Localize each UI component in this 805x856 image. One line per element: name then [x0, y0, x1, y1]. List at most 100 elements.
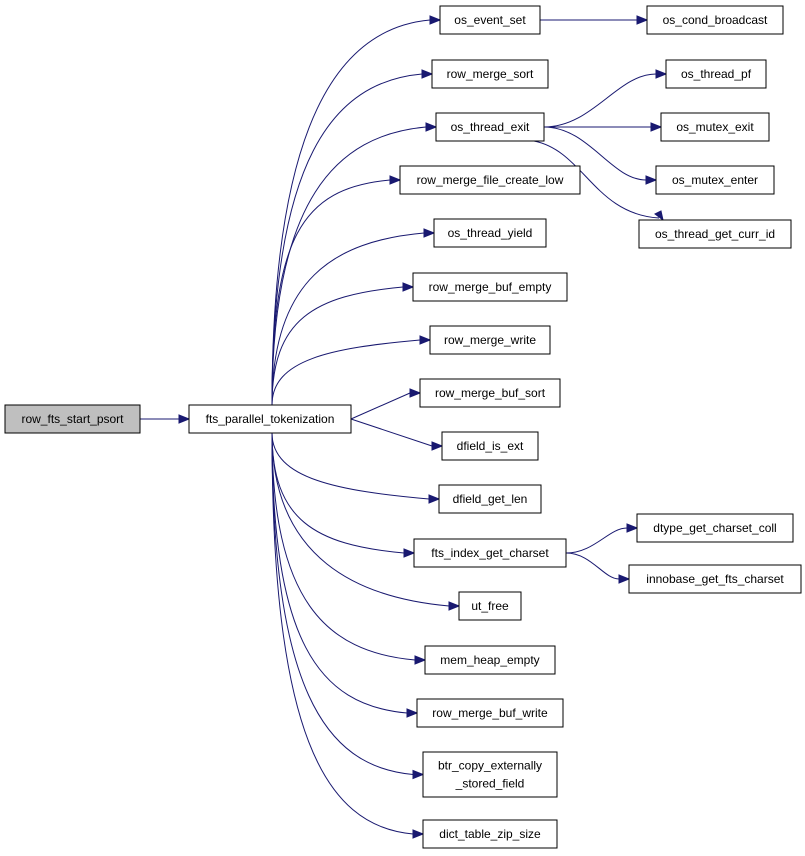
- node-box[interactable]: [660, 112, 770, 142]
- node-box[interactable]: [638, 219, 792, 249]
- edge-fts_parallel_tokenization-to-row_merge_file_create_low: [271, 179, 391, 406]
- node-os_event_set[interactable]: os_event_set: [439, 5, 541, 35]
- node-box[interactable]: [433, 218, 547, 248]
- node-row_merge_write[interactable]: row_merge_write: [429, 325, 551, 355]
- node-dtype_get_charset_coll[interactable]: dtype_get_charset_coll: [636, 513, 794, 543]
- node-box[interactable]: [424, 645, 556, 675]
- node-label: row_merge_write: [444, 333, 536, 347]
- edge-fts_index_get_charset-to-dtype_get_charset_coll: [565, 527, 628, 554]
- edge-os_thread_exit-to-os_thread_pf: [543, 73, 657, 128]
- arrowhead-os_thread_pf: [655, 69, 668, 79]
- arrowhead-row_merge_file_create_low: [389, 175, 402, 185]
- node-os_thread_exit[interactable]: os_thread_exit: [435, 112, 545, 142]
- node-row_merge_buf_sort[interactable]: row_merge_buf_sort: [419, 378, 561, 408]
- node-box[interactable]: [431, 59, 549, 89]
- node-box[interactable]: [435, 112, 545, 142]
- node-box[interactable]: [441, 431, 539, 461]
- node-dfield_get_len[interactable]: dfield_get_len: [438, 484, 542, 514]
- node-box[interactable]: [399, 165, 581, 195]
- edge-os_thread_exit-to-os_mutex_enter: [543, 126, 647, 181]
- arrowhead-row_merge_buf_write: [406, 708, 419, 718]
- node-box[interactable]: [413, 538, 567, 568]
- node-row_merge_sort[interactable]: row_merge_sort: [431, 59, 549, 89]
- arrowhead-dfield_is_ext: [431, 441, 444, 451]
- node-label: mem_heap_empty: [440, 653, 539, 667]
- arrowhead-os_event_set: [429, 15, 442, 25]
- node-label: fts_index_get_charset: [431, 546, 549, 560]
- node-box[interactable]: [438, 484, 542, 514]
- node-btr_copy_externally_stored_field[interactable]: btr_copy_externally _stored_field: [422, 751, 558, 798]
- node-label: ut_free: [471, 599, 509, 613]
- node-dict_table_zip_size[interactable]: dict_table_zip_size: [422, 819, 558, 849]
- node-label: os_mutex_enter: [672, 173, 758, 187]
- node-box[interactable]: [665, 59, 767, 89]
- node-box[interactable]: [439, 5, 541, 35]
- arrowhead-os_thread_exit: [425, 122, 438, 132]
- node-dfield_is_ext[interactable]: dfield_is_ext: [441, 431, 539, 461]
- node-box[interactable]: [4, 404, 141, 434]
- node-label: row_merge_buf_empty: [429, 280, 552, 294]
- node-box[interactable]: [646, 5, 784, 35]
- node-label: os_event_set: [454, 13, 526, 27]
- arrowhead-row_merge_buf_empty: [402, 282, 415, 292]
- node-box[interactable]: [628, 564, 802, 594]
- node-label: os_thread_exit: [451, 120, 530, 134]
- node-os_mutex_exit[interactable]: os_mutex_exit: [660, 112, 770, 142]
- arrowhead-dtype_get_charset_coll: [626, 523, 639, 533]
- node-box[interactable]: [422, 751, 558, 798]
- node-box[interactable]: [188, 404, 352, 434]
- node-label: os_thread_pf: [681, 67, 752, 81]
- node-label: os_thread_yield: [448, 226, 533, 240]
- node-row_fts_start_psort[interactable]: row_fts_start_psort: [4, 404, 141, 434]
- node-row_merge_buf_write[interactable]: row_merge_buf_write: [416, 698, 564, 728]
- arrowhead-innobase_get_fts_charset: [618, 574, 631, 584]
- node-innobase_get_fts_charset[interactable]: innobase_get_fts_charset: [628, 564, 802, 594]
- edge-fts_parallel_tokenization-to-fts_index_get_charset: [271, 432, 405, 554]
- node-label: os_thread_get_curr_id: [655, 227, 775, 241]
- edge-fts_parallel_tokenization-to-dfield_get_len: [271, 432, 430, 500]
- node-box[interactable]: [655, 165, 775, 195]
- arrowhead-dfield_get_len: [428, 494, 441, 504]
- edge-fts_parallel_tokenization-to-os_thread_yield: [271, 232, 425, 406]
- node-fts_parallel_tokenization[interactable]: fts_parallel_tokenization: [188, 404, 352, 434]
- node-label: btr_copy_externally: [438, 759, 542, 773]
- arrowhead-os_cond_broadcast: [636, 15, 649, 25]
- edge-fts_parallel_tokenization-to-dfield_is_ext: [350, 418, 433, 447]
- edge-fts_index_get_charset-to-innobase_get_fts_charset: [565, 552, 620, 580]
- node-row_merge_file_create_low[interactable]: row_merge_file_create_low: [399, 165, 581, 195]
- node-label: innobase_get_fts_charset: [646, 572, 784, 586]
- arrowhead-row_merge_write: [419, 335, 432, 345]
- node-box[interactable]: [419, 378, 561, 408]
- edge-fts_parallel_tokenization-to-row_merge_buf_sort: [350, 392, 411, 420]
- arrowhead-os_mutex_enter: [645, 175, 658, 185]
- edge-fts_parallel_tokenization-to-dict_table_zip_size: [271, 432, 414, 835]
- node-os_thread_get_curr_id[interactable]: os_thread_get_curr_id: [638, 219, 792, 249]
- node-ut_free[interactable]: ut_free: [458, 591, 522, 621]
- node-box[interactable]: [416, 698, 564, 728]
- node-os_mutex_enter[interactable]: os_mutex_enter: [655, 165, 775, 195]
- node-box[interactable]: [636, 513, 794, 543]
- node-box[interactable]: [422, 819, 558, 849]
- node-os_cond_broadcast[interactable]: os_cond_broadcast: [646, 5, 784, 35]
- arrowhead-row_merge_buf_sort: [409, 388, 422, 398]
- node-box[interactable]: [412, 272, 568, 302]
- node-box[interactable]: [429, 325, 551, 355]
- node-fts_index_get_charset[interactable]: fts_index_get_charset: [413, 538, 567, 568]
- node-label: dfield_is_ext: [457, 439, 524, 453]
- edge-fts_parallel_tokenization-to-btr_copy_externally_stored_field: [271, 432, 414, 775]
- edges-layer: [140, 15, 668, 839]
- node-label: dfield_get_len: [453, 492, 528, 506]
- node-label: _stored_field: [455, 777, 525, 791]
- node-os_thread_pf[interactable]: os_thread_pf: [665, 59, 767, 89]
- nodes-layer: row_fts_start_psort fts_parallel_tokeniza…: [4, 5, 802, 849]
- node-label: os_cond_broadcast: [663, 13, 768, 27]
- edge-os_thread_exit-to-os_thread_get_curr_id: [533, 140, 660, 219]
- node-mem_heap_empty[interactable]: mem_heap_empty: [424, 645, 556, 675]
- edge-fts_parallel_tokenization-to-row_merge_sort: [271, 73, 423, 406]
- node-box[interactable]: [458, 591, 522, 621]
- node-row_merge_buf_empty[interactable]: row_merge_buf_empty: [412, 272, 568, 302]
- node-label: row_merge_file_create_low: [417, 173, 564, 187]
- node-os_thread_yield[interactable]: os_thread_yield: [433, 218, 547, 248]
